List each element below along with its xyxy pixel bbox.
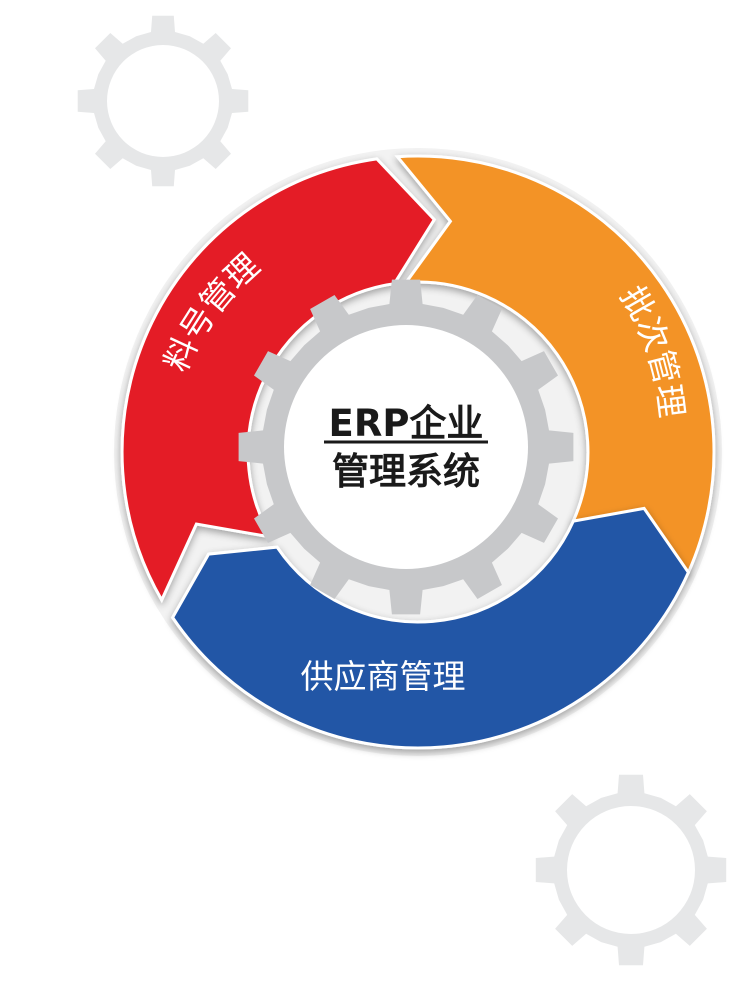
center-disc (284, 325, 528, 569)
segment-label-supplier: 供应商管理 (301, 657, 466, 696)
center-title-line1: ERP企业 (329, 402, 484, 445)
segment-batch-management (394, 154, 716, 591)
background-gear-icon-bottom (535, 774, 727, 966)
segment-supplier-management (170, 506, 691, 750)
background-gear-icon-top (77, 15, 249, 187)
segment-part-number-management (120, 157, 437, 604)
center-title-line2: 管理系统 (332, 450, 480, 493)
